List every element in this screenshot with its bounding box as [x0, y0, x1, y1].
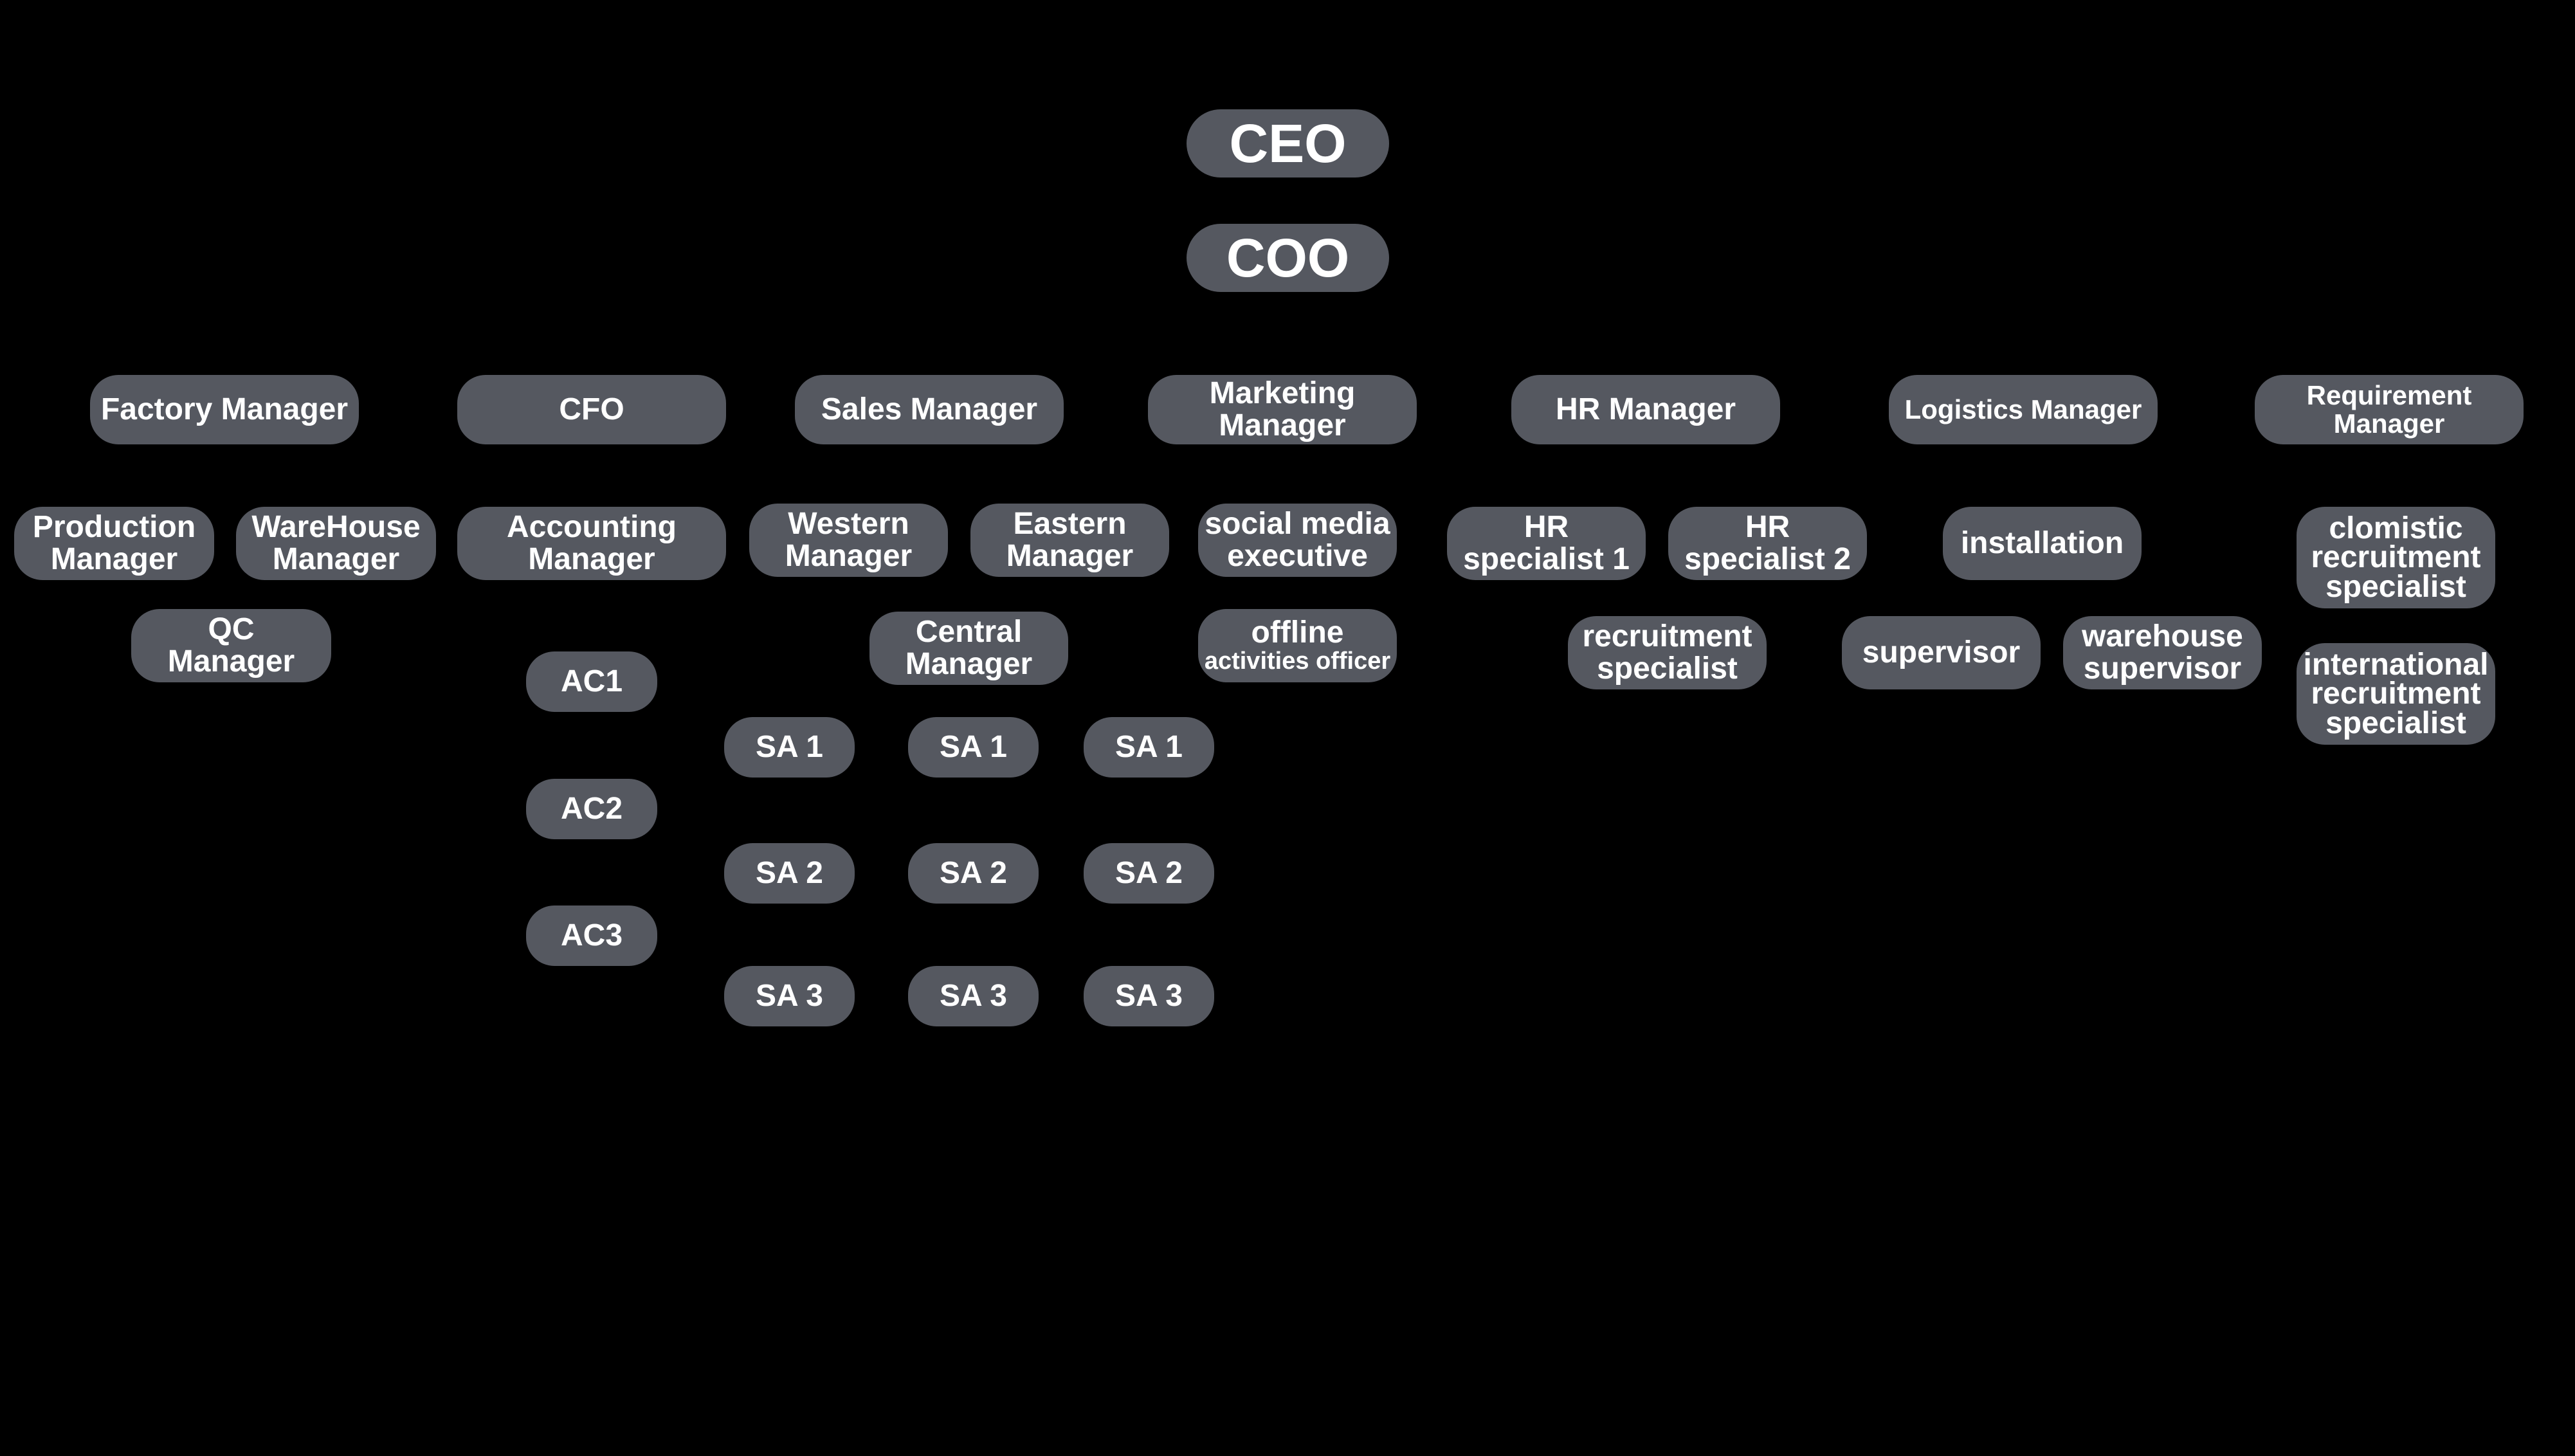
node-label-line: recruitment — [2311, 540, 2481, 575]
node-sa-2: SA 2 — [908, 843, 1039, 904]
node-label-line: Manager — [272, 542, 400, 576]
node-logistics-manager: Logistics Manager — [1889, 375, 2158, 444]
node-label-line: specialist — [2325, 569, 2466, 604]
node-label-line: specialist 1 — [1463, 542, 1630, 576]
node-label-line: social media — [1205, 506, 1390, 541]
node-label: Factory Manager — [100, 392, 349, 426]
node-ceo: CEO — [1187, 109, 1389, 177]
node-label: SA 2 — [940, 855, 1007, 890]
node-ac1: AC1 — [526, 651, 657, 712]
node-label-line: HR — [1745, 509, 1790, 544]
node-clomistic-recruitment-specialist: clomistic recruitment specialist — [2297, 507, 2495, 608]
node-label-line: Central — [915, 614, 1023, 649]
node-label-line: recruitment — [2311, 677, 2481, 711]
node-western-manager: Western Manager — [749, 504, 948, 577]
node-label: installation — [1960, 525, 2124, 560]
node-label-line: specialist — [2325, 705, 2466, 740]
node-sales-manager: Sales Manager — [795, 375, 1064, 444]
node-eastern-manager: Eastern Manager — [970, 504, 1169, 577]
node-label: SA 3 — [1115, 978, 1183, 1013]
node-label: COO — [1226, 227, 1350, 288]
node-label-line: Western — [788, 506, 909, 541]
node-sa-3: SA 3 — [1084, 966, 1214, 1026]
node-label-line: recruitment — [1582, 619, 1752, 653]
node-installation: installation — [1943, 507, 2142, 580]
node-label: SA 3 — [756, 978, 823, 1013]
node-accounting-manager: Accounting Manager — [457, 507, 726, 580]
node-label-line: QC — [208, 612, 255, 646]
node-label-line: Manager — [1006, 539, 1134, 573]
node-label-line: Eastern — [1013, 506, 1127, 541]
node-label: Sales Manager — [821, 392, 1038, 426]
node-label-line: international — [2303, 647, 2489, 682]
node-label-line: Production — [32, 509, 196, 544]
node-label-line: specialist — [1597, 651, 1738, 686]
node-label-line: activities officer — [1204, 648, 1391, 675]
node-warehouse-supervisor: warehouse supervisor — [2063, 616, 2262, 689]
node-sa-1: SA 1 — [908, 717, 1039, 778]
node-label-line: Manager — [1219, 408, 1346, 442]
node-sa-2: SA 2 — [1084, 843, 1214, 904]
node-label-line: HR — [1524, 509, 1569, 544]
node-label-line: Manager — [905, 647, 1033, 681]
node-hr-manager: HR Manager — [1511, 375, 1780, 444]
node-label: Logistics Manager — [1904, 394, 2142, 424]
node-label: SA 3 — [940, 978, 1007, 1013]
node-label: SA 1 — [940, 729, 1007, 764]
node-label: HR Manager — [1555, 392, 1736, 426]
node-label: SA 1 — [1115, 729, 1183, 764]
node-production-manager: Production Manager — [14, 507, 214, 580]
node-label-line: specialist 2 — [1684, 542, 1851, 576]
node-label-line: Marketing — [1209, 376, 1356, 410]
node-label-line: Manager — [528, 542, 655, 576]
node-central-manager: Central Manager — [869, 612, 1068, 685]
node-label-line: Manager — [785, 539, 913, 573]
node-label-line: Manager — [167, 644, 295, 678]
node-factory-manager: Factory Manager — [90, 375, 359, 444]
node-coo: COO — [1187, 224, 1389, 292]
node-cfo: CFO — [457, 375, 726, 444]
node-social-media-executive: social media executive — [1198, 504, 1397, 577]
node-label-line: executive — [1227, 539, 1368, 573]
node-ac3: AC3 — [526, 905, 657, 966]
node-international-recruitment-specialist: international recruitment specialist — [2297, 643, 2495, 745]
node-supervisor: supervisor — [1842, 616, 2041, 689]
node-label-line: Manager — [50, 542, 178, 576]
node-hr-specialist-2: HR specialist 2 — [1668, 507, 1867, 580]
node-label: SA 1 — [756, 729, 823, 764]
node-sa-2: SA 2 — [724, 843, 855, 904]
node-sa-3: SA 3 — [724, 966, 855, 1026]
node-sa-1: SA 1 — [724, 717, 855, 778]
node-label: AC1 — [560, 664, 623, 698]
node-label: AC2 — [560, 791, 623, 826]
node-label: CFO — [559, 392, 624, 426]
node-label-line: warehouse — [2082, 619, 2243, 653]
node-label: SA 2 — [756, 855, 823, 890]
node-label-line: Accounting — [507, 509, 677, 544]
node-label: SA 2 — [1115, 855, 1183, 890]
node-requirement-manager: Requirement Manager — [2255, 375, 2524, 444]
node-label-line: Requirement — [2306, 379, 2472, 410]
node-sa-3: SA 3 — [908, 966, 1039, 1026]
node-marketing-manager: Marketing Manager — [1148, 375, 1417, 444]
node-label-line: clomistic — [2329, 511, 2463, 545]
node-recruitment-specialist: recruitment specialist — [1568, 616, 1767, 689]
node-label: supervisor — [1862, 635, 2021, 669]
node-warehouse-manager: WareHouse Manager — [236, 507, 436, 580]
node-qc-manager: QC Manager — [131, 609, 331, 682]
node-offline-activities-officer: offline activities officer — [1198, 609, 1397, 682]
node-sa-1: SA 1 — [1084, 717, 1214, 778]
node-label: AC3 — [560, 918, 623, 952]
node-label-line: supervisor — [2083, 651, 2242, 686]
node-label-line: offline — [1251, 615, 1344, 650]
node-label: CEO — [1229, 113, 1347, 174]
node-label-line: Manager — [2333, 408, 2445, 439]
node-label-line: WareHouse — [251, 509, 421, 544]
node-hr-specialist-1: HR specialist 1 — [1447, 507, 1646, 580]
node-ac2: AC2 — [526, 779, 657, 839]
